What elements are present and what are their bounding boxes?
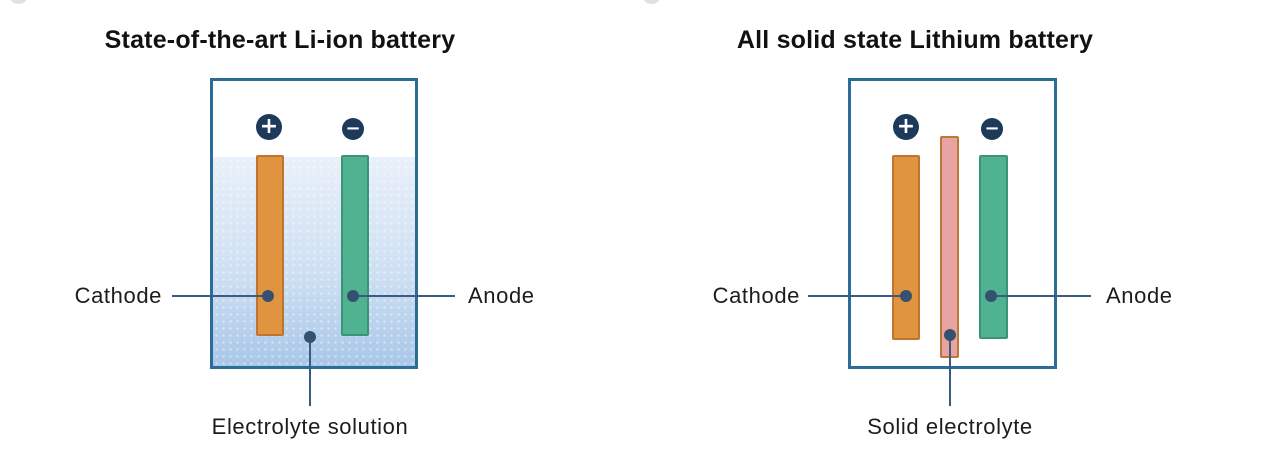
liion-cathode-callout-dot (262, 290, 274, 302)
solidstate-electrolyte-callout-dot (944, 329, 956, 341)
solidstate-battery-title: All solid state Lithium battery (736, 26, 1094, 54)
solidstate-cathode-callout-dot (900, 290, 912, 302)
liion-cathode-label: Cathode (74, 283, 162, 308)
liion-electrolyte-label: Electrolyte solution (211, 414, 409, 439)
minus-symbol: − (984, 118, 1000, 139)
liion-anode-callout-dot (347, 290, 359, 302)
liion-cell-container (210, 78, 418, 369)
crop-artifact-left (11, 0, 26, 4)
plus-symbol: + (259, 114, 279, 139)
solidstate-negative-terminal-icon: − (981, 118, 1003, 140)
liion-cathode-bar (256, 155, 284, 336)
liion-anode-label: Anode (468, 283, 535, 308)
solidstate-positive-terminal-icon: + (893, 114, 919, 140)
liion-battery-title: State-of-the-art Li-ion battery (104, 26, 456, 54)
solidstate-anode-label: Anode (1106, 283, 1173, 308)
solidstate-anode-callout-dot (985, 290, 997, 302)
solidstate-electrolyte-callout-line (949, 339, 951, 406)
liion-cathode-callout-line (172, 295, 264, 297)
liion-negative-terminal-icon: − (342, 118, 364, 140)
solidstate-cathode-label: Cathode (712, 283, 800, 308)
solidstate-cathode-callout-line (808, 295, 903, 297)
solidstate-cathode-bar (892, 155, 920, 340)
liion-positive-terminal-icon: + (256, 114, 282, 140)
solidstate-anode-callout-line (995, 295, 1091, 297)
solidstate-anode-bar (979, 155, 1008, 339)
liion-anode-callout-line (357, 295, 455, 297)
crop-artifact-right (644, 0, 659, 4)
minus-symbol: − (345, 118, 361, 139)
solidstate-electrolyte-bar (940, 136, 959, 358)
liion-electrolyte-callout-dot (304, 331, 316, 343)
liion-anode-bar (341, 155, 369, 336)
solidstate-electrolyte-label: Solid electrolyte (867, 414, 1033, 439)
liion-electrolyte-callout-line (309, 340, 311, 406)
electrolyte-solution-liquid (213, 157, 415, 366)
plus-symbol: + (896, 114, 916, 139)
